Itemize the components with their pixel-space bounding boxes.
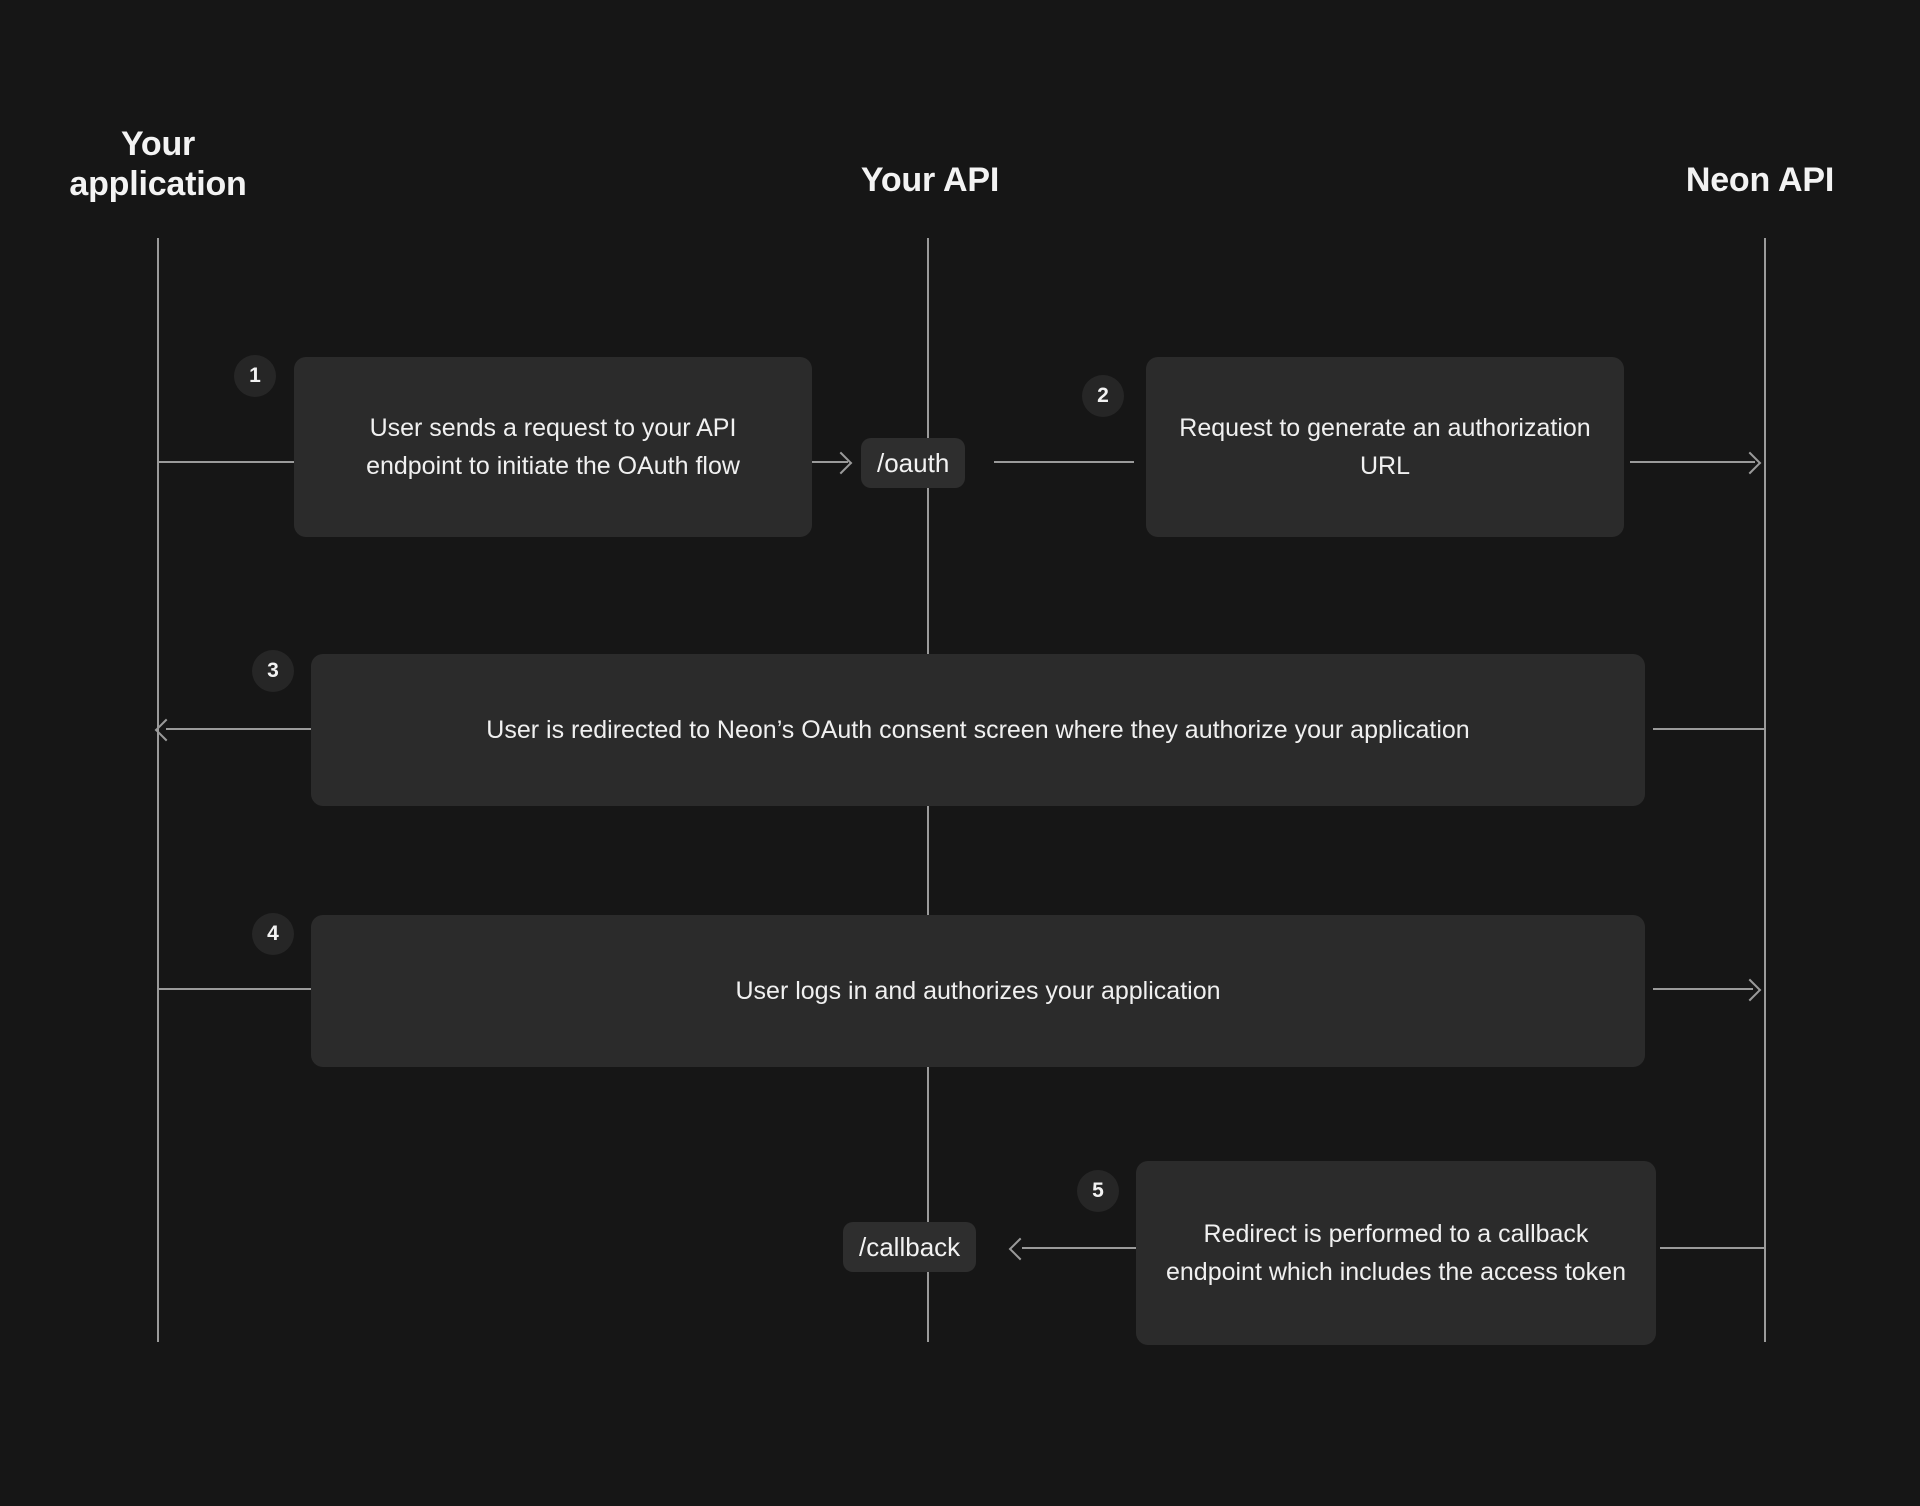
connector-line-1-left xyxy=(158,461,298,463)
connector-line-4-right xyxy=(1653,988,1753,990)
endpoint-pill-oauth[interactable]: /oauth xyxy=(861,438,966,488)
step-badge-4: 4 xyxy=(252,913,294,955)
connector-line-3-left xyxy=(166,728,312,730)
arrowhead-4 xyxy=(1738,978,1762,1002)
connector-line-1-to-step2 xyxy=(994,461,1134,463)
step-badge-2: 2 xyxy=(1082,375,1124,417)
arrowhead-1 xyxy=(829,451,853,475)
step-badge-3: 3 xyxy=(252,650,294,692)
connector-line-3-right xyxy=(1653,728,1765,730)
message-box-3: User is redirected to Neon’s OAuth conse… xyxy=(311,654,1645,806)
actor-label-neon-api: Neon API xyxy=(1685,161,1835,199)
message-box-1: User sends a request to your API endpoin… xyxy=(294,357,812,537)
connector-line-5-right xyxy=(1660,1247,1765,1249)
step-badge-1: 1 xyxy=(234,355,276,397)
connector-line-5-left xyxy=(1022,1247,1136,1249)
message-box-4: User logs in and authorizes your applica… xyxy=(311,915,1645,1067)
connector-line-4-left xyxy=(158,988,312,990)
arrowhead-2 xyxy=(1738,451,1762,475)
actor-label-your-application: Your application xyxy=(69,125,247,204)
arrowhead-5 xyxy=(1008,1237,1032,1261)
lifeline-your-application xyxy=(157,238,159,1342)
connector-line-2-right xyxy=(1630,461,1755,463)
connector-line-1-right xyxy=(808,461,848,463)
message-box-5: Redirect is performed to a callback endp… xyxy=(1136,1161,1656,1345)
actor-label-your-api: Your API xyxy=(860,161,1000,199)
step-badge-5: 5 xyxy=(1077,1170,1119,1212)
message-box-2: Request to generate an authorization URL xyxy=(1146,357,1624,537)
lifeline-neon-api xyxy=(1764,238,1766,1342)
endpoint-pill-callback[interactable]: /callback xyxy=(843,1222,977,1272)
